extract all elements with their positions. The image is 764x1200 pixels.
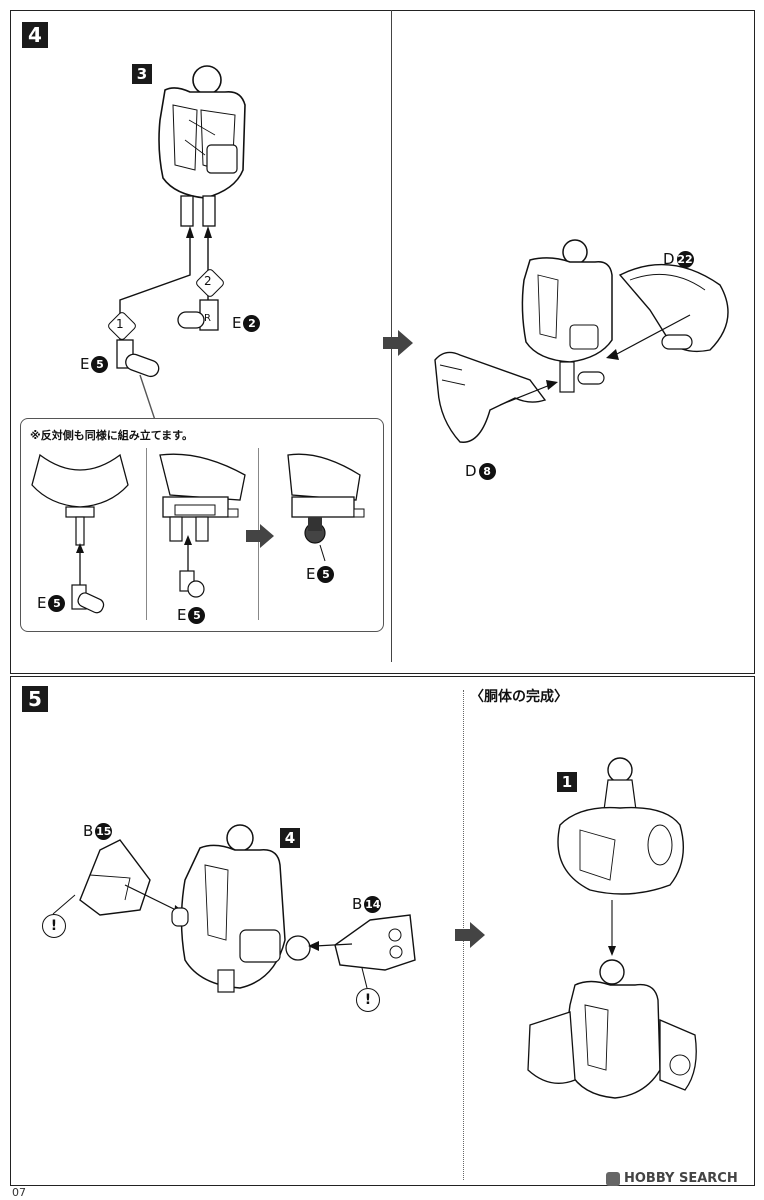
- step4-result-drawing: [434, 239, 729, 443]
- step-4-badge: 4: [22, 22, 48, 48]
- step-4-ref-badge: 4: [280, 828, 300, 848]
- warning-icon: !: [42, 914, 66, 938]
- part-number: 14: [364, 895, 382, 913]
- torso-subassembly-drawing: [158, 65, 246, 227]
- part-number: 5: [91, 355, 109, 373]
- part-label-e5-callout-3: E 5: [306, 565, 335, 583]
- callout-detail-drawings: [31, 453, 365, 614]
- part-number: 8: [478, 462, 496, 480]
- part-label-b15: B 15: [83, 822, 113, 840]
- part-letter: E: [306, 565, 316, 583]
- step4-panel: [10, 10, 755, 674]
- order-step-2-label: 2: [204, 274, 212, 288]
- part-label-e5: E 5: [80, 355, 109, 373]
- part-letter: D: [663, 250, 675, 268]
- step5-assembly-drawing: [79, 824, 416, 993]
- part-label-b14: B 14: [352, 895, 382, 913]
- hobby-search-watermark: HOBBY SEARCH: [606, 1171, 738, 1186]
- panel-divider: [391, 10, 392, 662]
- next-arrow-icon: [383, 330, 413, 356]
- complete-section-title: 〈胴体の完成〉: [470, 689, 568, 705]
- part-letter: E: [80, 355, 90, 373]
- page-number: 07: [12, 1186, 26, 1199]
- part-number: 5: [48, 594, 66, 612]
- part-letter: E: [177, 606, 187, 624]
- part-letter: E: [232, 314, 242, 332]
- step-5-badge: 5: [22, 686, 48, 712]
- step5-panel: [10, 676, 755, 1186]
- r-mark: R: [204, 313, 211, 324]
- part-letter: D: [465, 462, 477, 480]
- part-number: 5: [188, 606, 206, 624]
- part-label-e5-callout-1: E 5: [37, 594, 66, 612]
- next-arrow-icon: [455, 922, 485, 948]
- part-number: 15: [95, 822, 113, 840]
- part-label-d8: D 8: [465, 462, 496, 480]
- part-e5-drawing: [116, 339, 160, 378]
- callout-divider: [146, 448, 147, 620]
- next-arrow-icon: [246, 524, 274, 548]
- part-letter: B: [83, 822, 94, 840]
- callout-note: ※反対側も同様に組み立てます。: [30, 429, 194, 442]
- step-3-badge: 3: [132, 64, 152, 84]
- part-e2-drawing: [177, 299, 219, 331]
- completed-torso-drawing: [527, 757, 697, 1099]
- part-number: 2: [243, 314, 261, 332]
- step-1-ref-badge: 1: [557, 772, 577, 792]
- part-number: 22: [676, 250, 694, 268]
- part-label-d22: D 22: [663, 250, 694, 268]
- watermark-text: HOBBY SEARCH: [624, 1171, 738, 1186]
- part-label-e5-callout-2: E 5: [177, 606, 206, 624]
- part-number: 5: [317, 565, 335, 583]
- part-letter: E: [37, 594, 47, 612]
- part-letter: B: [352, 895, 363, 913]
- order-step-1-label: 1: [116, 317, 124, 331]
- hobby-search-logo-icon: [606, 1171, 620, 1186]
- part-label-e2: E 2: [232, 314, 261, 332]
- warning-icon: !: [356, 988, 380, 1012]
